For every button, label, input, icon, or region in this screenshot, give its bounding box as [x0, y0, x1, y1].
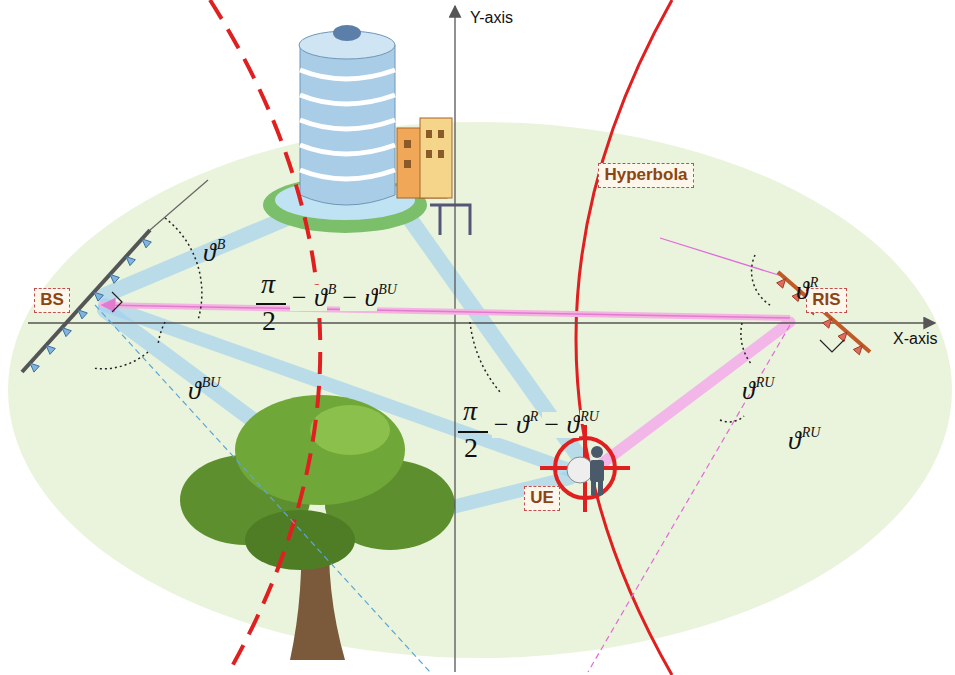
- annotation: Y-axis: [470, 10, 513, 26]
- annotation: BU: [202, 376, 221, 390]
- hyperbola-branch: [576, 0, 672, 675]
- tag-box: Hyperbola: [598, 163, 694, 188]
- annotation: π: [261, 270, 275, 298]
- annotation: B: [217, 238, 226, 252]
- y-axis: [454, 6, 455, 672]
- annotation: BU: [378, 283, 397, 297]
- annotation: ϑ: [788, 428, 801, 454]
- annotation: RU: [580, 410, 599, 424]
- tag-text: UE: [530, 488, 554, 507]
- fraction-bar: [256, 303, 286, 305]
- ris-array: [588, 238, 870, 672]
- tag-box: BS: [34, 288, 70, 313]
- tag-text: Hyperbola: [604, 165, 687, 184]
- annotation: − ϑ: [290, 285, 327, 311]
- angle-arcs: [92, 218, 770, 422]
- annotation: − ϑ: [492, 412, 529, 438]
- annotation: − ϑ: [542, 412, 579, 438]
- annotation: ϑ: [742, 378, 755, 404]
- tag-box: UE: [524, 486, 560, 511]
- beams: [105, 200, 585, 515]
- bs-ris-beam: [102, 305, 790, 318]
- annotation: X-axis: [893, 331, 937, 347]
- annotation: ϑ: [203, 240, 216, 266]
- coverage-area: [8, 122, 952, 658]
- annotation: − ϑ: [340, 285, 377, 311]
- tree: [180, 395, 455, 660]
- annotation: RU: [756, 376, 775, 390]
- annotation: ϑ: [188, 378, 201, 404]
- bs-ris-beam: [100, 305, 790, 318]
- bs-array: [22, 180, 430, 672]
- annotation: R: [810, 276, 819, 290]
- annotation: R: [530, 410, 539, 424]
- annotation: RU: [802, 426, 821, 440]
- annotation: 2: [464, 434, 478, 462]
- hyperbola-branch: [210, 0, 320, 670]
- annotation: π: [463, 397, 477, 425]
- fraction-bar: [458, 431, 488, 433]
- tag-text: RIS: [812, 290, 840, 309]
- annotation: 2: [262, 307, 276, 335]
- tag-text: BS: [40, 290, 64, 309]
- ris-ue-beam: [600, 322, 790, 465]
- tag-box: RIS: [806, 288, 847, 313]
- building: [263, 25, 470, 235]
- annotation: ϑ: [796, 278, 809, 304]
- annotation: B: [328, 283, 337, 297]
